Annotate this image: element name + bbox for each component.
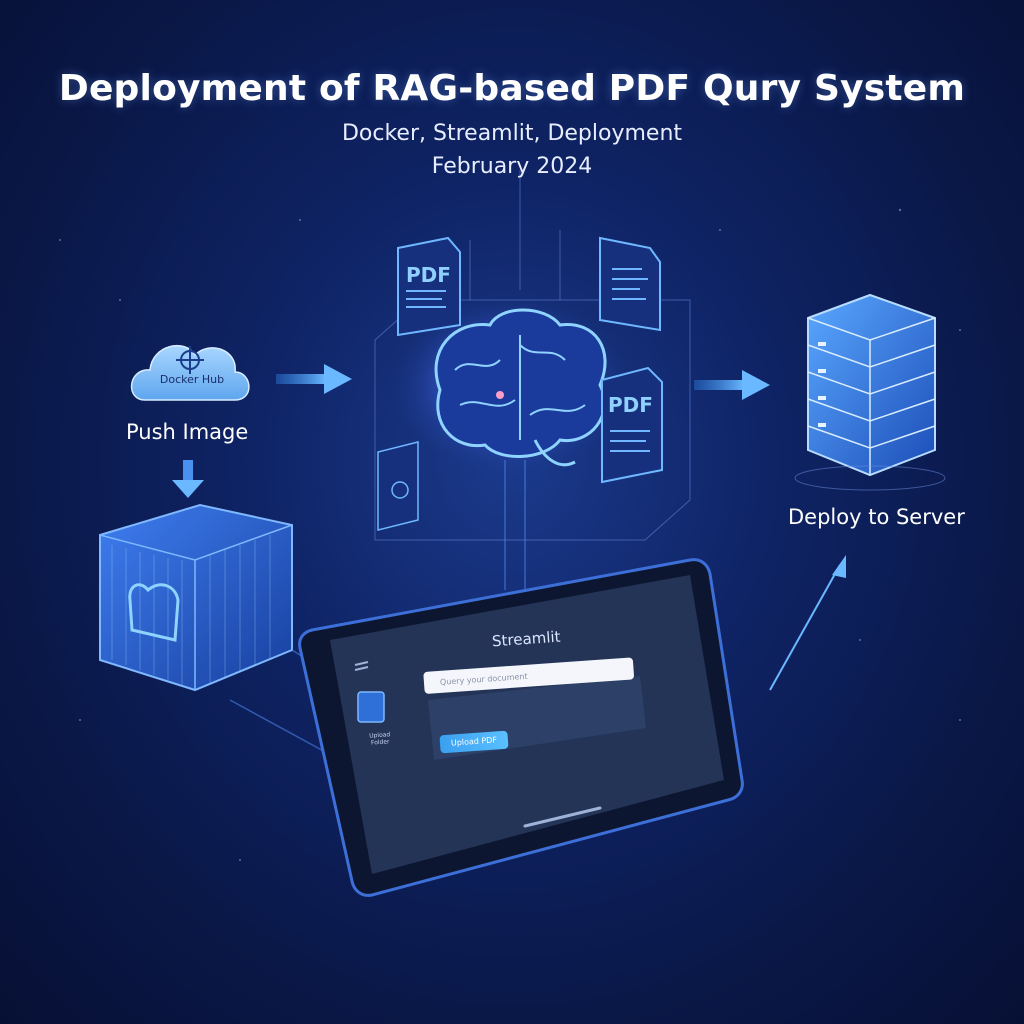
text-document-icon	[599, 236, 661, 332]
page-subtitle: Docker, Streamlit, Deployment	[341, 121, 683, 146]
arrow-up-to-server	[769, 555, 846, 691]
page-title: Deployment of RAG-based PDF Qury System	[58, 68, 966, 109]
pdf-document-right-icon	[601, 366, 663, 484]
docker-hub-cloud-icon	[130, 345, 250, 401]
sidebar-item-upload[interactable]: Upload Folder	[369, 731, 391, 747]
push-image-label: Push Image	[126, 420, 249, 444]
star-field	[59, 208, 961, 861]
tablet-device	[298, 558, 744, 897]
arrow-brain-to-server	[694, 370, 770, 400]
arrow-hub-to-brain	[276, 364, 352, 394]
search-placeholder: Query your document	[439, 671, 528, 687]
docker-hub-label: Docker Hub	[159, 373, 225, 386]
pdf-document-left-icon	[397, 236, 461, 337]
page-date: February 2024	[431, 154, 593, 179]
deploy-to-server-label: Deploy to Server	[788, 505, 965, 529]
server-rack-icon	[794, 293, 946, 491]
ui-panel-icon	[377, 441, 419, 531]
pdf-label-left: PDF	[406, 263, 451, 287]
brain-icon	[390, 295, 630, 475]
pdf-label-right: PDF	[608, 393, 653, 417]
docker-container-icon	[99, 503, 293, 692]
arrow-down-to-container	[172, 460, 204, 498]
